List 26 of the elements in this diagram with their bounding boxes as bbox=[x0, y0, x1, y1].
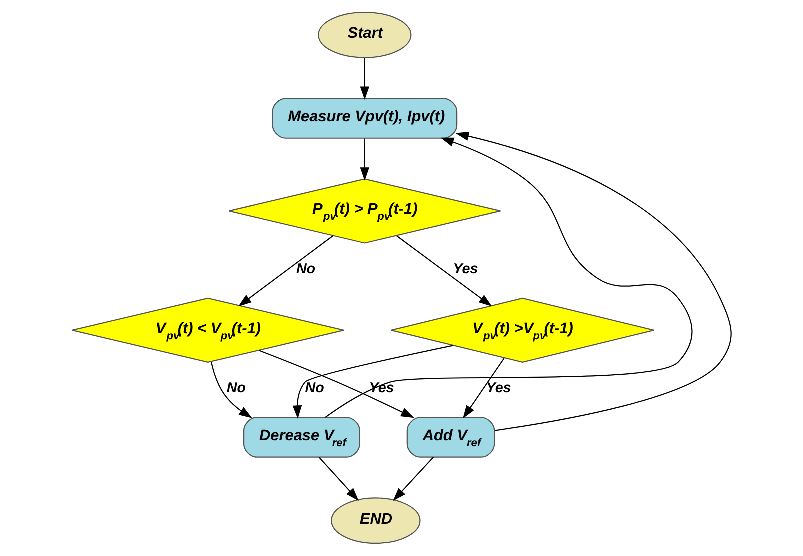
arrow bbox=[455, 132, 732, 432]
node-box: Derease V$_{ref}$ bbox=[243, 417, 360, 458]
arrow bbox=[360, 138, 370, 181]
node-diamond: V$_{pv}$(t) < V$_{pv}$(t-1) bbox=[71, 298, 344, 363]
arrow bbox=[324, 138, 692, 418]
node-box: Add V$_{ref}$ bbox=[406, 417, 495, 458]
node-diamond: P$_{pv}$(t) > P$_{pv}$(t-1) bbox=[228, 178, 501, 244]
edge-label: No bbox=[226, 380, 246, 397]
node-box: Measure Vpv(t), Ipv(t) bbox=[272, 98, 458, 139]
edge-label: No bbox=[296, 261, 316, 278]
arrow bbox=[238, 236, 334, 307]
edge-label: Yes bbox=[368, 380, 394, 397]
arrow bbox=[210, 362, 252, 418]
node-ellipse: Start bbox=[318, 12, 412, 58]
arrow bbox=[258, 350, 414, 418]
arrow bbox=[318, 457, 358, 502]
edge-label: Yes bbox=[452, 261, 478, 278]
edge-label: No bbox=[304, 380, 324, 397]
arrow bbox=[462, 358, 504, 419]
arrow bbox=[360, 58, 370, 100]
arrow bbox=[392, 457, 434, 502]
edge-label: Yes bbox=[486, 380, 511, 397]
node-diamond: V$_{pv}$(t) >V$_{pv}$(t-1) bbox=[390, 298, 654, 363]
arrow bbox=[396, 236, 492, 307]
arrow bbox=[292, 345, 454, 419]
node-ellipse: END bbox=[330, 498, 420, 544]
